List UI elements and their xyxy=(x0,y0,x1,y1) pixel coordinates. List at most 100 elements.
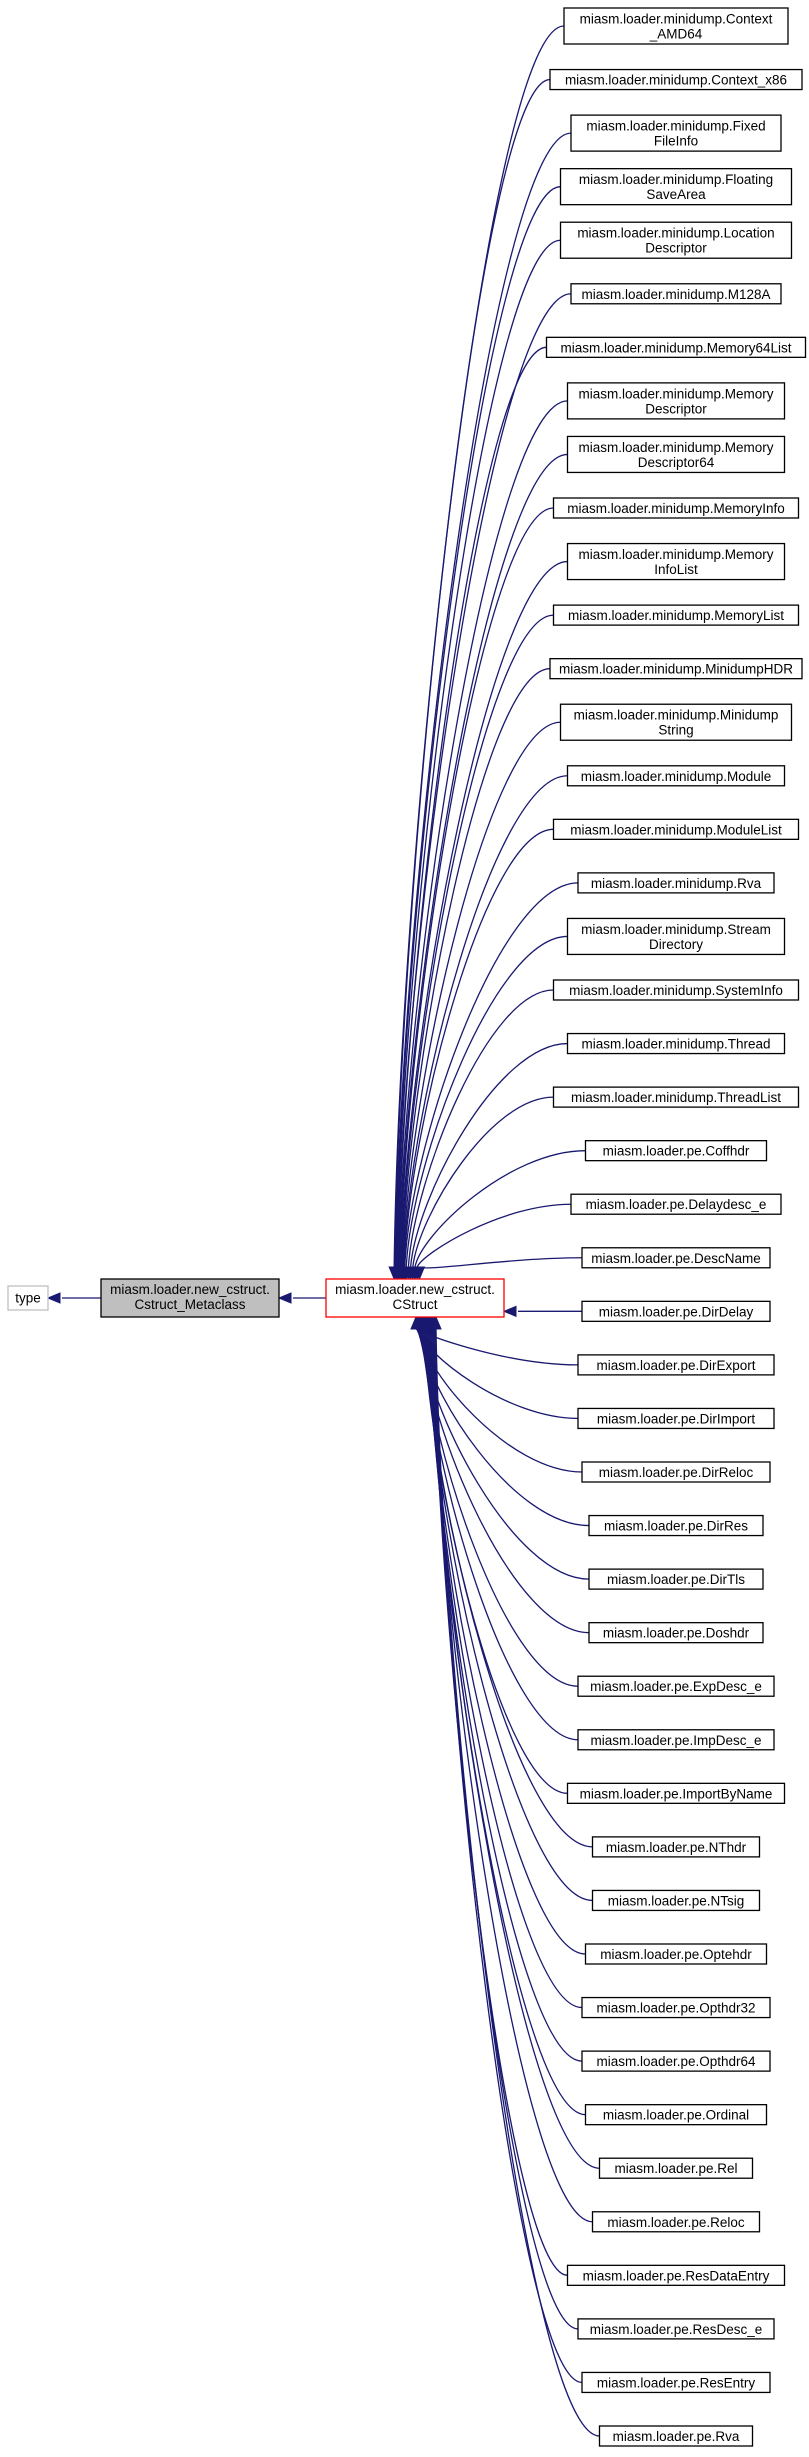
derived-node-miasm-loader-minidump-threadlist-label-line1: miasm.loader.minidump.ThreadList xyxy=(571,1090,781,1105)
derived-node-miasm-loader-pe-expdesc-e-box xyxy=(577,1675,775,1697)
derived-node-miasm-loader-minidump-memory64list[interactable]: miasm.loader.minidump.Memory64List xyxy=(545,336,807,358)
derived-node-miasm-loader-minidump-rva[interactable]: miasm.loader.minidump.Rva xyxy=(577,872,775,894)
derived-node-miasm-loader-pe-rel-label-line1: miasm.loader.pe.Rel xyxy=(614,2161,737,2176)
edge-miasm-loader-minidump-threadlist xyxy=(412,1096,554,1268)
derived-node-miasm-loader-pe-opthdr32-box xyxy=(581,1996,771,2019)
inheritance-edges xyxy=(46,25,600,2437)
derived-node-miasm-loader-minidump-systeminfo[interactable]: miasm.loader.minidump.SystemInfo xyxy=(552,979,800,1001)
derived-node-miasm-loader-pe-ordinal[interactable]: miasm.loader.pe.Ordinal xyxy=(584,2104,768,2126)
edge-miasm-loader-minidump-locationdescriptor xyxy=(396,239,561,1268)
derived-node-miasm-loader-pe-opthdr32[interactable]: miasm.loader.pe.Opthdr32 xyxy=(581,1996,771,2019)
derived-node-miasm-loader-minidump-minidumphdr[interactable]: miasm.loader.minidump.MinidumpHDR xyxy=(549,658,803,680)
derived-node-miasm-loader-pe-delaydesc-e-label-line1: miasm.loader.pe.Delaydesc_e xyxy=(586,1197,767,1212)
derived-node-miasm-loader-pe-nthdr-box xyxy=(591,1836,761,1858)
derived-node-miasm-loader-minidump-memorylist[interactable]: miasm.loader.minidump.MemoryList xyxy=(552,604,800,626)
derived-node-miasm-loader-minidump-memorydescriptor64-box xyxy=(566,435,786,474)
edge-miasm-loader-minidump-rva xyxy=(404,882,579,1268)
edge-miasm-loader-minidump-memoryinfolist xyxy=(400,560,568,1268)
derived-node-miasm-loader-pe-rva-label-line1: miasm.loader.pe.Rva xyxy=(613,2429,740,2444)
derived-node-miasm-loader-minidump-minidumpstring-label-line2: String xyxy=(658,723,693,738)
derived-node-miasm-loader-pe-ntsig[interactable]: miasm.loader.pe.NTsig xyxy=(591,1889,761,1912)
derived-node-miasm-loader-pe-dirdelay[interactable]: miasm.loader.pe.DirDelay xyxy=(581,1300,771,1322)
derived-node-miasm-loader-pe-resdataentry[interactable]: miasm.loader.pe.ResDataEntry xyxy=(566,2264,786,2286)
derived-node-miasm-loader-minidump-threadlist-box xyxy=(552,1086,800,1108)
derived-node-miasm-loader-minidump-context-amd64[interactable]: miasm.loader.minidump.Context_AMD64 xyxy=(563,7,789,45)
derived-node-miasm-loader-pe-importbyname[interactable]: miasm.loader.pe.ImportByName xyxy=(566,1782,786,1804)
derived-node-miasm-loader-minidump-thread[interactable]: miasm.loader.minidump.Thread xyxy=(566,1032,786,1055)
edge-metaclass-to-type-arrowhead xyxy=(46,1292,61,1304)
derived-node-miasm-loader-minidump-rva-label-line1: miasm.loader.minidump.Rva xyxy=(591,876,762,891)
derived-node-miasm-loader-pe-opthdr32-label-line1: miasm.loader.pe.Opthdr32 xyxy=(596,2001,755,2016)
edge-miasm-loader-minidump-module xyxy=(402,775,568,1268)
derived-node-miasm-loader-pe-reloc[interactable]: miasm.loader.pe.Reloc xyxy=(591,2211,761,2233)
edge-miasm-loader-pe-resentry xyxy=(434,1328,583,2384)
derived-node-miasm-loader-pe-direxport-box xyxy=(577,1354,775,1376)
derived-node-miasm-loader-pe-ntsig-box xyxy=(591,1889,761,1912)
derived-node-miasm-loader-pe-reloc-box xyxy=(591,2211,761,2233)
edge-miasm-loader-minidump-memorydescriptor xyxy=(398,400,568,1268)
derived-node-miasm-loader-pe-importbyname-box xyxy=(566,1782,786,1804)
derived-node-miasm-loader-minidump-context-x86[interactable]: miasm.loader.minidump.Context_x86 xyxy=(549,68,803,91)
derived-node-miasm-loader-minidump-streamdirectory-label-line2: Directory xyxy=(649,937,703,952)
derived-node-miasm-loader-pe-dirres[interactable]: miasm.loader.pe.DirRes xyxy=(588,1514,764,1537)
derived-node-miasm-loader-pe-dirtls[interactable]: miasm.loader.pe.DirTls xyxy=(588,1568,764,1590)
derived-node-miasm-loader-pe-dirimport[interactable]: miasm.loader.pe.DirImport xyxy=(577,1407,775,1430)
derived-node-miasm-loader-pe-dirres-label-line1: miasm.loader.pe.DirRes xyxy=(604,1519,748,1534)
derived-node-miasm-loader-pe-opthdr64[interactable]: miasm.loader.pe.Opthdr64 xyxy=(581,2050,771,2072)
derived-node-miasm-loader-minidump-modulelist-box xyxy=(552,818,800,840)
derived-node-miasm-loader-minidump-minidumpstring-label-line1: miasm.loader.minidump.Minidump xyxy=(574,708,779,723)
derived-node-miasm-loader-pe-doshdr-box xyxy=(588,1622,764,1644)
derived-node-miasm-loader-pe-resdesc-e[interactable]: miasm.loader.pe.ResDesc_e xyxy=(577,2318,775,2340)
edge-miasm-loader-pe-dirdelay-arrowhead xyxy=(502,1305,517,1318)
derived-node-miasm-loader-pe-doshdr[interactable]: miasm.loader.pe.Doshdr xyxy=(588,1622,764,1644)
derived-node-miasm-loader-minidump-memoryinfolist-box xyxy=(566,542,786,581)
cstruct-metaclass-label-line1: miasm.loader.new_cstruct. xyxy=(110,1282,270,1297)
derived-node-miasm-loader-minidump-memorylist-label-line1: miasm.loader.minidump.MemoryList xyxy=(568,608,784,623)
derived-node-miasm-loader-pe-reloc-label-line1: miasm.loader.pe.Reloc xyxy=(607,2215,745,2230)
derived-node-miasm-loader-pe-resdesc-e-label-line1: miasm.loader.pe.ResDesc_e xyxy=(590,2322,763,2337)
cstruct-node[interactable]: miasm.loader.new_cstruct. CStruct xyxy=(325,1278,505,1318)
derived-node-miasm-loader-pe-optehdr[interactable]: miasm.loader.pe.Optehdr xyxy=(584,1943,768,1965)
derived-node-miasm-loader-pe-expdesc-e[interactable]: miasm.loader.pe.ExpDesc_e xyxy=(577,1675,775,1697)
class-nodes: type miasm.loader.new_cstruct. Cstruct_M… xyxy=(7,1278,505,1318)
derived-node-miasm-loader-minidump-memoryinfo-box xyxy=(552,497,800,519)
derived-node-miasm-loader-minidump-memorydescriptor-box xyxy=(566,382,786,420)
derived-node-miasm-loader-minidump-modulelist[interactable]: miasm.loader.minidump.ModuleList xyxy=(552,818,800,840)
derived-node-miasm-loader-minidump-context-amd64-label-line2: _AMD64 xyxy=(649,27,703,42)
derived-node-miasm-loader-minidump-memoryinfolist-label-line2: InfoList xyxy=(654,562,698,577)
derived-node-miasm-loader-pe-impdesc-e[interactable]: miasm.loader.pe.ImpDesc_e xyxy=(577,1729,775,1751)
derived-node-miasm-loader-pe-descname[interactable]: miasm.loader.pe.DescName xyxy=(581,1247,771,1269)
derived-node-miasm-loader-minidump-floatingsavearea-label-line1: miasm.loader.minidump.Floating xyxy=(579,172,773,187)
edge-miasm-loader-minidump-memorydescriptor64 xyxy=(398,453,568,1268)
derived-node-miasm-loader-pe-importbyname-label-line1: miasm.loader.pe.ImportByName xyxy=(580,1786,773,1801)
derived-node-miasm-loader-minidump-module[interactable]: miasm.loader.minidump.Module xyxy=(566,765,786,787)
derived-node-miasm-loader-minidump-threadlist[interactable]: miasm.loader.minidump.ThreadList xyxy=(552,1086,800,1108)
derived-node-miasm-loader-minidump-memoryinfo[interactable]: miasm.loader.minidump.MemoryInfo xyxy=(552,497,800,519)
derived-node-miasm-loader-pe-coffhdr[interactable]: miasm.loader.pe.Coffhdr xyxy=(584,1140,768,1162)
derived-node-miasm-loader-pe-descname-label-line1: miasm.loader.pe.DescName xyxy=(591,1251,761,1266)
derived-node-miasm-loader-pe-resentry[interactable]: miasm.loader.pe.ResEntry xyxy=(581,2371,771,2394)
derived-node-miasm-loader-pe-nthdr[interactable]: miasm.loader.pe.NThdr xyxy=(591,1836,761,1858)
derived-node-miasm-loader-minidump-fixedfileinfo-label-line1: miasm.loader.minidump.Fixed xyxy=(586,119,765,134)
derived-node-miasm-loader-minidump-m128a[interactable]: miasm.loader.minidump.M128A xyxy=(570,283,782,305)
derived-node-miasm-loader-pe-optehdr-box xyxy=(584,1943,768,1965)
derived-node-miasm-loader-pe-direxport[interactable]: miasm.loader.pe.DirExport xyxy=(577,1354,775,1376)
edge-miasm-loader-minidump-modulelist xyxy=(403,828,554,1268)
derived-node-miasm-loader-pe-dirreloc[interactable]: miasm.loader.pe.DirReloc xyxy=(581,1461,771,1483)
derived-node-miasm-loader-pe-dirdelay-box xyxy=(581,1300,771,1322)
derived-node-miasm-loader-pe-optehdr-label-line1: miasm.loader.pe.Optehdr xyxy=(600,1947,752,1962)
derived-node-miasm-loader-pe-direxport-label-line1: miasm.loader.pe.DirExport xyxy=(596,1358,755,1373)
derived-node-miasm-loader-pe-resentry-label-line1: miasm.loader.pe.ResEntry xyxy=(597,2375,756,2390)
derived-node-miasm-loader-pe-delaydesc-e[interactable]: miasm.loader.pe.Delaydesc_e xyxy=(570,1193,782,1215)
derived-node-miasm-loader-pe-rel[interactable]: miasm.loader.pe.Rel xyxy=(598,2157,754,2179)
derived-node-miasm-loader-pe-rva[interactable]: miasm.loader.pe.Rva xyxy=(598,2425,754,2447)
edge-miasm-loader-minidump-minidumpstring xyxy=(402,721,561,1268)
